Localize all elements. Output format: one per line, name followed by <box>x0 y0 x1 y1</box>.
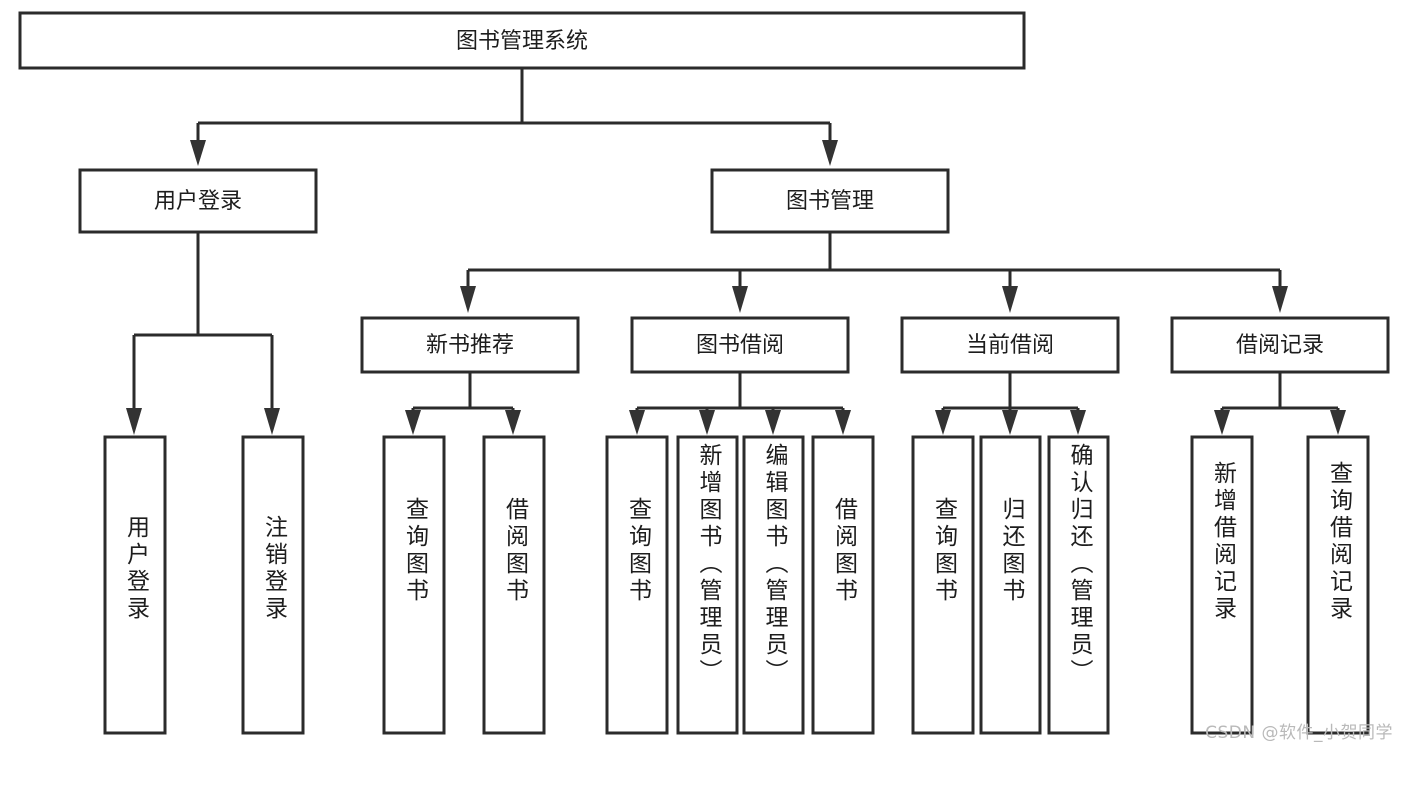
leaf-box-borrow-record-1[interactable] <box>1306 435 1370 735</box>
csdn-watermark: CSDN @软件_小贺同学 <box>1205 723 1393 743</box>
level2-label-book-management: 图书管理 <box>786 189 874 214</box>
leaf-box-new-book-0[interactable] <box>382 435 446 735</box>
arrow-head-icon <box>460 286 476 313</box>
arrow-head-icon <box>505 410 521 435</box>
arrow-head-icon <box>126 408 142 435</box>
node-book-management[interactable]: 图书管理 <box>710 168 950 234</box>
level3-label-new-book-recommend: 新书推荐 <box>426 333 514 358</box>
leaf-box-book-borrow-0[interactable] <box>605 435 669 735</box>
leaf-box-borrow-record-0[interactable] <box>1190 435 1254 735</box>
arrow-head-icon <box>935 410 951 435</box>
leaf-box-user-login-0[interactable] <box>103 435 167 735</box>
node-current-borrow[interactable]: 当前借阅 <box>900 316 1120 374</box>
diagram-canvas: 图书管理系统 用户登录 图书管理 <box>18 11 1393 743</box>
arrow-head-icon <box>1214 410 1230 435</box>
connector-current-borrow-to-leaves <box>935 372 1086 435</box>
leaf-box-book-borrow-2[interactable] <box>742 435 805 735</box>
connector-user-login-to-leaves <box>126 232 280 435</box>
arrow-head-icon <box>1002 286 1018 313</box>
connector-borrow-record-to-leaves <box>1214 372 1346 435</box>
level2-box-user-login[interactable] <box>78 168 318 234</box>
root-label: 图书管理系统 <box>456 29 588 54</box>
node-book-borrow[interactable]: 图书借阅 <box>630 316 850 374</box>
arrow-head-icon <box>629 410 645 435</box>
level3-label-book-borrow: 图书借阅 <box>696 333 784 358</box>
arrow-head-icon <box>1070 410 1086 435</box>
arrow-head-icon <box>732 286 748 313</box>
arrow-head-icon <box>1272 286 1288 313</box>
arrow-head-icon <box>765 410 781 435</box>
connector-book-borrow-to-leaves <box>629 372 851 435</box>
level3-label-borrow-record: 借阅记录 <box>1236 333 1324 358</box>
connector-new-book-recommend-to-leaves <box>405 372 521 435</box>
leaf-box-current-borrow-2[interactable] <box>1047 435 1110 735</box>
arrow-head-icon <box>264 408 280 435</box>
arrow-head-icon <box>1330 410 1346 435</box>
leaf-box-book-borrow-3[interactable] <box>811 435 875 735</box>
node-new-book-recommend[interactable]: 新书推荐 <box>360 316 580 374</box>
leaf-box-book-borrow-1[interactable] <box>676 435 739 735</box>
arrow-head-icon <box>699 410 715 435</box>
leaf-box-current-borrow-1[interactable] <box>979 435 1042 735</box>
arrow-head-icon <box>190 140 206 166</box>
level2-label-user-login: 用户登录 <box>154 189 242 214</box>
arrow-head-icon <box>835 410 851 435</box>
leaf-box-user-login-1[interactable] <box>241 435 305 735</box>
node-root[interactable]: 图书管理系统 <box>18 11 1026 70</box>
level3-box-current-borrow[interactable] <box>900 316 1120 374</box>
flowchart-svg: 图书管理系统 用户登录 图书管理 <box>18 11 1390 735</box>
leaf-box-new-book-1[interactable] <box>482 435 546 735</box>
root-box[interactable] <box>18 11 1026 70</box>
arrow-head-icon <box>405 410 421 435</box>
connector-root-to-level2 <box>190 68 838 166</box>
level3-label-current-borrow: 当前借阅 <box>966 333 1054 358</box>
node-user-login[interactable]: 用户登录 <box>78 168 318 234</box>
leaf-box-current-borrow-0[interactable] <box>911 435 975 735</box>
connector-book-management-to-level3 <box>460 232 1288 313</box>
level3-box-new-book-recommend[interactable] <box>360 316 580 374</box>
arrow-head-icon <box>822 140 838 166</box>
arrow-head-icon <box>1002 410 1018 435</box>
node-borrow-record[interactable]: 借阅记录 <box>1170 316 1390 374</box>
